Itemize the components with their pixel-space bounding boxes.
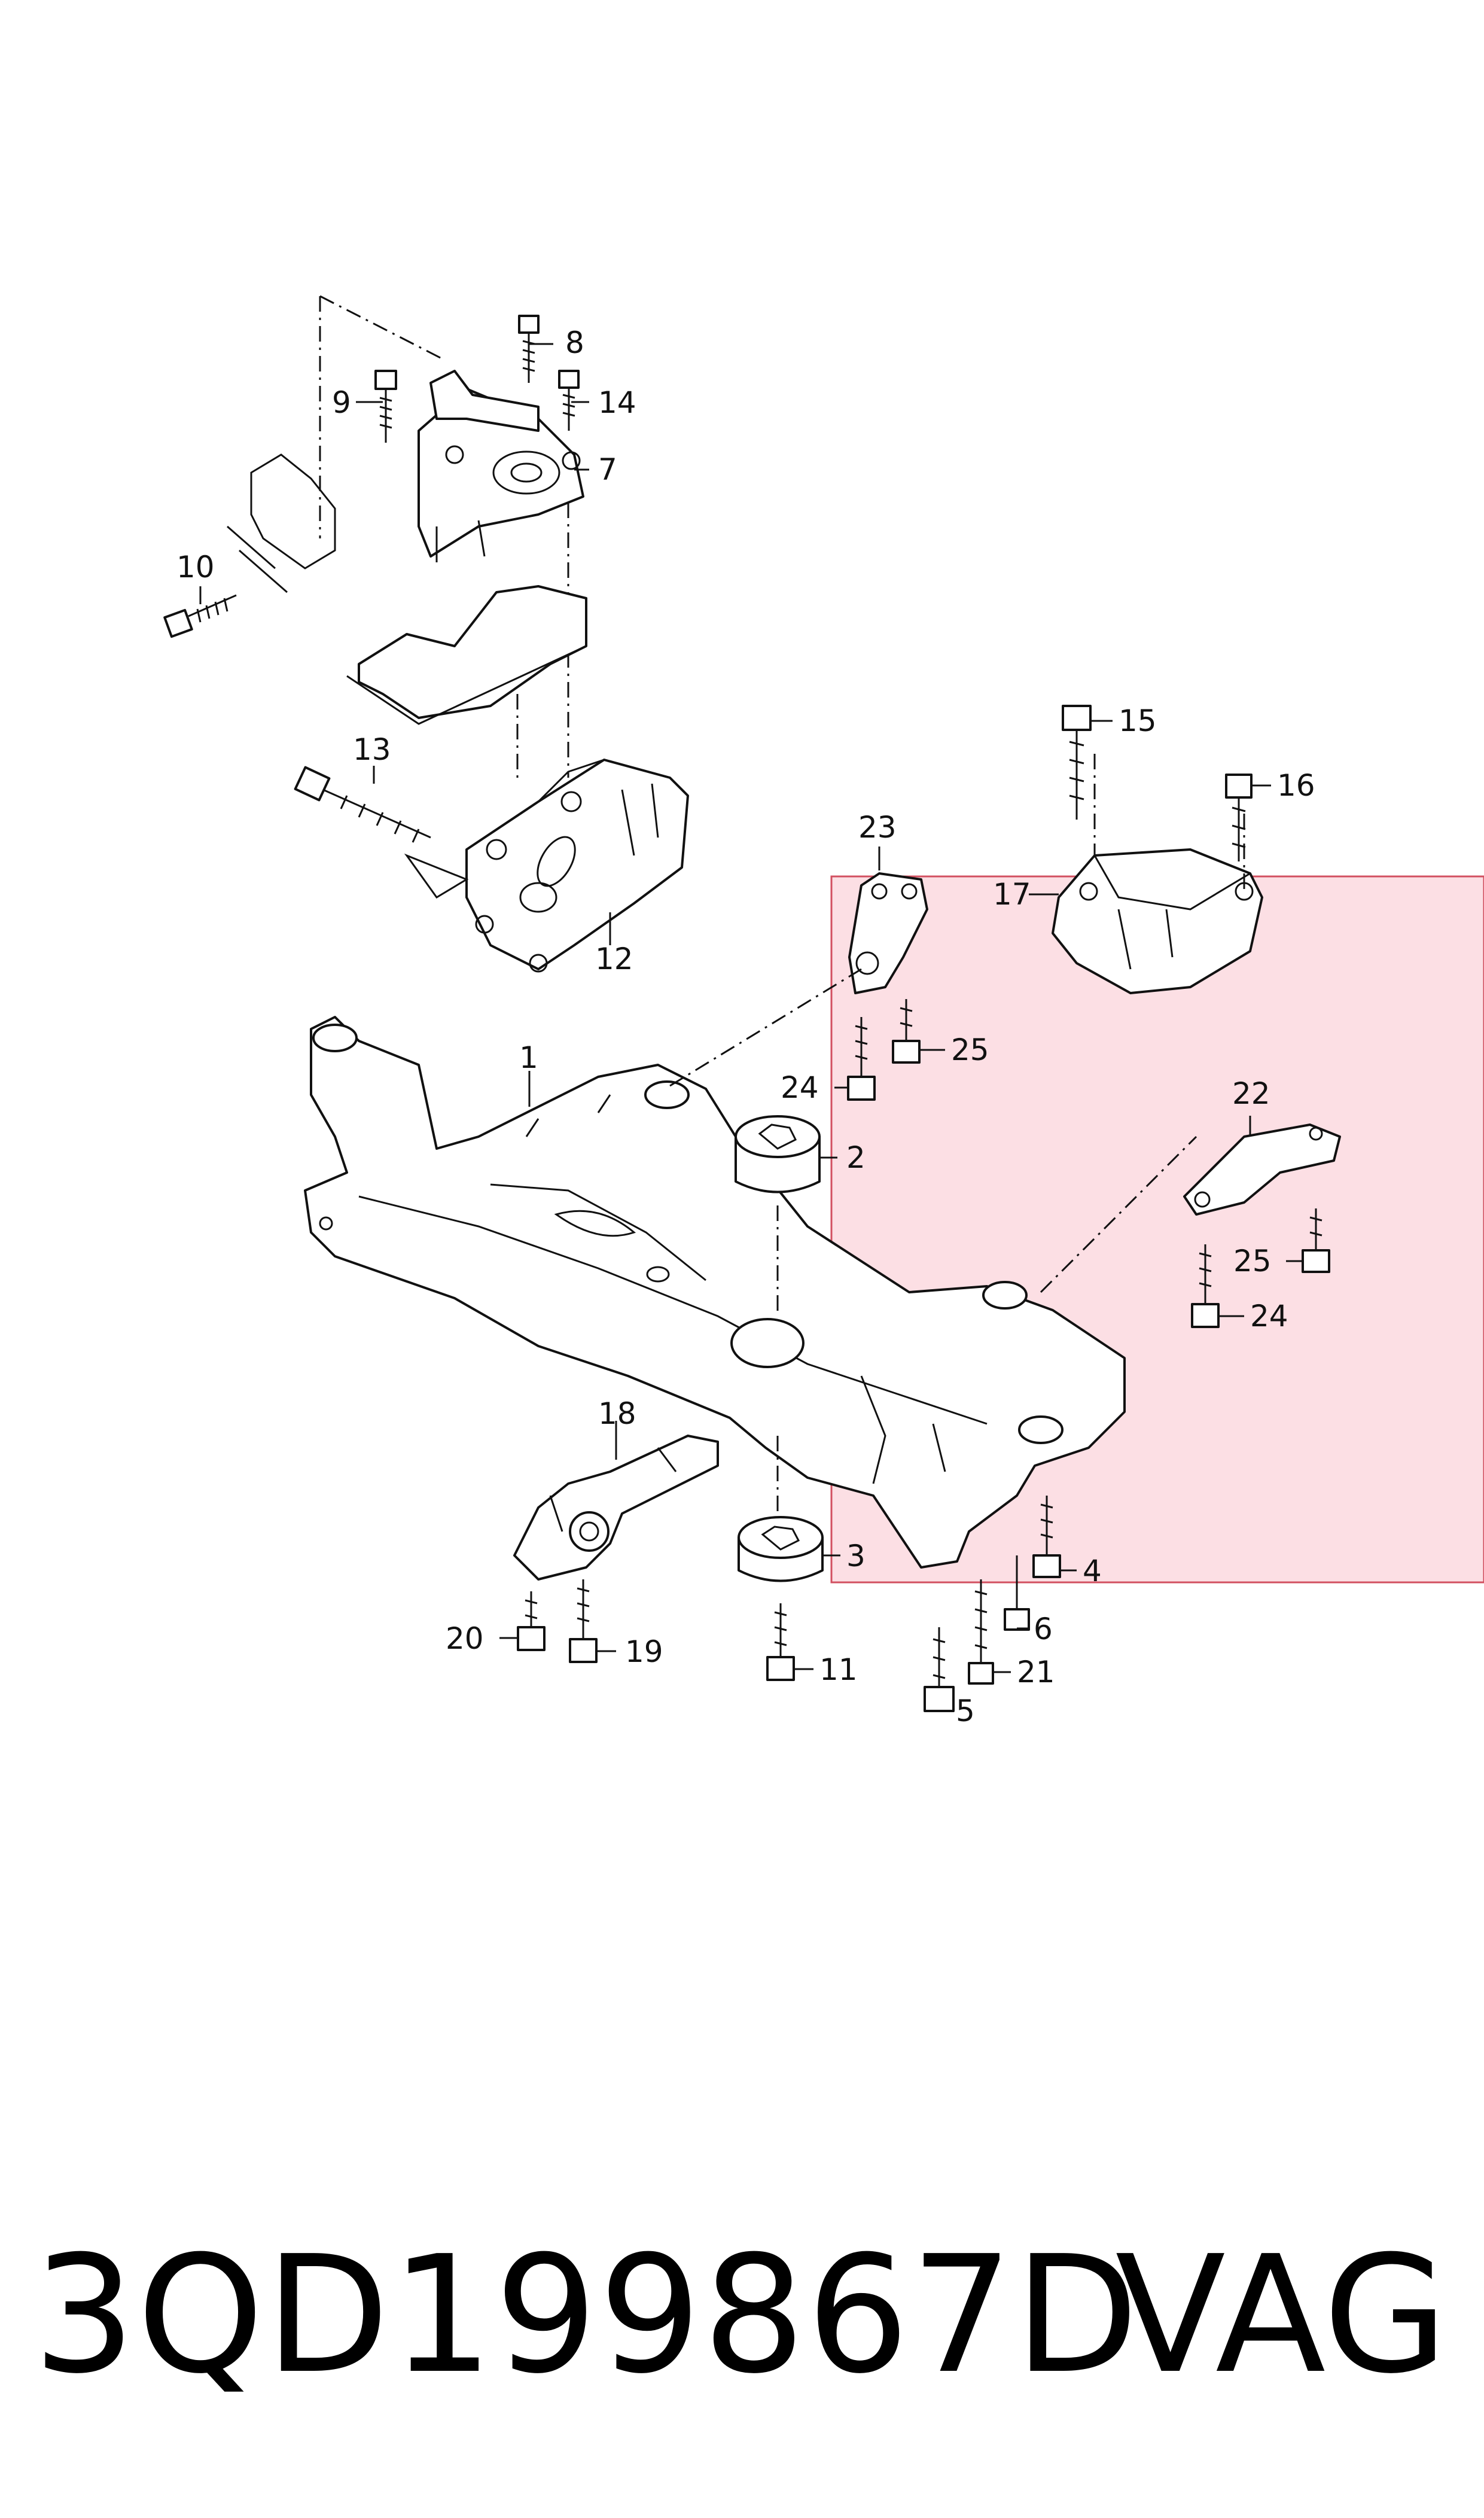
callout-7: 7 <box>598 452 617 487</box>
callout-16: 16 <box>1277 768 1315 803</box>
callout-15: 15 <box>1119 704 1157 738</box>
callout-8: 8 <box>565 325 584 360</box>
caption-bar: 3QD199867D VAG <box>0 2213 1484 2417</box>
callout-20: 20 <box>446 1621 484 1656</box>
callout-18: 18 <box>598 1396 636 1431</box>
callout-13: 13 <box>353 732 391 767</box>
mount-bracket-12 <box>294 759 689 973</box>
bracket-22 <box>1183 1123 1341 1216</box>
bracket-23 <box>848 872 928 994</box>
bushing-3 <box>738 1516 824 1582</box>
transmission-mount-17 <box>1052 848 1263 994</box>
callout-10: 10 <box>176 550 215 584</box>
brand-name: VAG <box>1115 2221 1448 2409</box>
part-number: 3QD199867D <box>33 2221 1140 2409</box>
bolt-13 <box>294 766 431 843</box>
callout-19: 19 <box>625 1634 663 1669</box>
callout-labels: 8 9 14 7 10 13 12 1 2 3 4 5 6 11 15 16 1… <box>176 325 1315 1728</box>
callout-25a: 25 <box>951 1033 989 1067</box>
bushing-2 <box>735 1115 821 1193</box>
callout-1: 1 <box>519 1040 538 1075</box>
callout-17: 17 <box>993 877 1031 912</box>
callout-25b: 25 <box>1233 1244 1272 1278</box>
callout-14: 14 <box>598 385 636 420</box>
callout-22: 22 <box>1232 1076 1270 1111</box>
callout-2: 2 <box>846 1140 866 1175</box>
callout-6: 6 <box>1034 1612 1053 1646</box>
callout-12: 12 <box>595 942 633 976</box>
callout-24a: 24 <box>781 1070 819 1105</box>
callout-leaders <box>199 343 1303 1712</box>
callout-9: 9 <box>332 385 351 420</box>
bolt-9 <box>374 370 397 443</box>
callout-21: 21 <box>1017 1655 1055 1689</box>
callout-4: 4 <box>1083 1554 1102 1588</box>
lower-bolts <box>517 705 1330 1712</box>
bolt-8 <box>518 315 540 383</box>
engine-mount-upper <box>163 295 587 778</box>
bolt-14 <box>558 370 580 431</box>
callout-11: 11 <box>819 1652 858 1687</box>
bolt-10 <box>163 594 237 638</box>
torque-rod-18 <box>513 1435 719 1581</box>
callout-5: 5 <box>956 1694 975 1728</box>
subframe-1 <box>304 1016 1126 1569</box>
callout-24b: 24 <box>1250 1299 1288 1333</box>
callout-23: 23 <box>858 810 897 845</box>
callout-3: 3 <box>846 1539 866 1573</box>
